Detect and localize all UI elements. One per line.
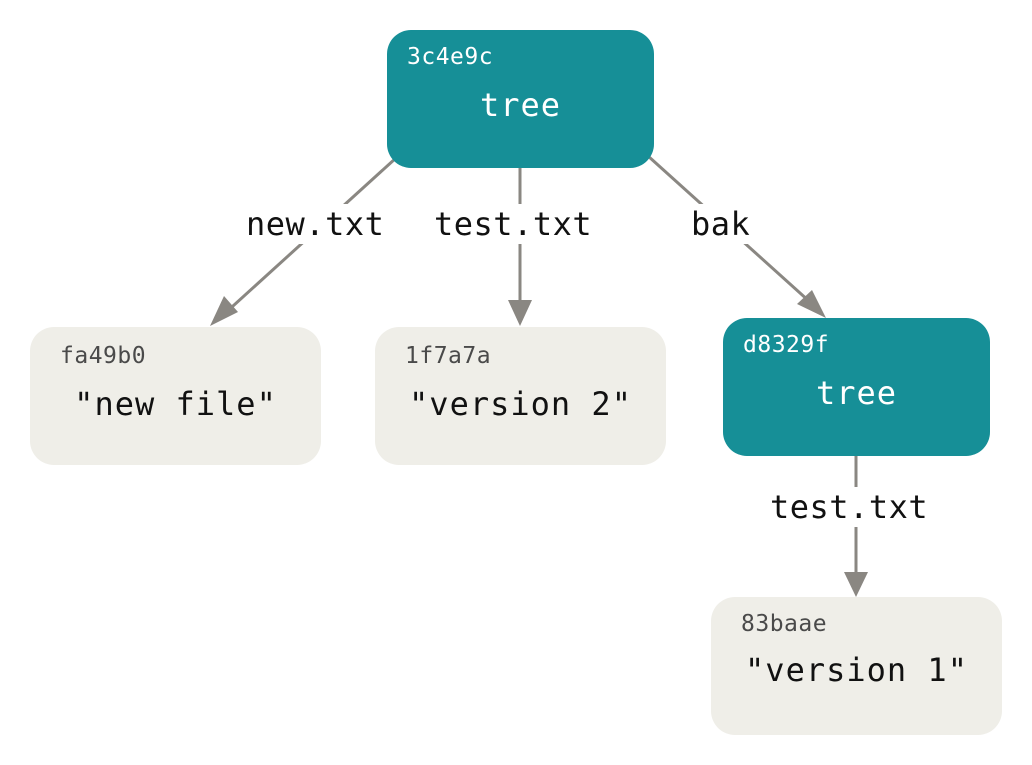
blob-hash: 83baae (741, 611, 828, 637)
tree-label: tree (815, 374, 898, 412)
blob-node-version-1: 83baae "version 1" (711, 597, 1002, 735)
blob-node-new-file: fa49b0 "new file" (30, 327, 321, 465)
edge-label-sub-test-txt: test.txt (766, 487, 933, 527)
tree-label: tree (479, 86, 562, 124)
blob-hash: 1f7a7a (405, 343, 492, 369)
blob-content: "new file" (74, 385, 277, 423)
blob-node-version-2: 1f7a7a "version 2" (375, 327, 666, 465)
arrowhead-sub-tree (797, 290, 826, 318)
tree-hash: d8329f (743, 332, 830, 358)
tree-node-bak: d8329f tree (723, 318, 990, 456)
tree-hash: 3c4e9c (407, 44, 494, 70)
arrowhead-version-1 (844, 572, 868, 597)
blob-hash: fa49b0 (60, 343, 147, 369)
edge-label-test-txt: test.txt (430, 204, 597, 244)
blob-content: "version 2" (409, 385, 632, 423)
arrowhead-new-file (210, 296, 238, 326)
blob-content: "version 1" (745, 651, 968, 689)
edge-label-bak: bak (687, 204, 755, 244)
edge-label-new-txt: new.txt (242, 204, 389, 244)
arrowhead-version-2 (508, 300, 532, 326)
tree-node-root: 3c4e9c tree (387, 30, 654, 168)
